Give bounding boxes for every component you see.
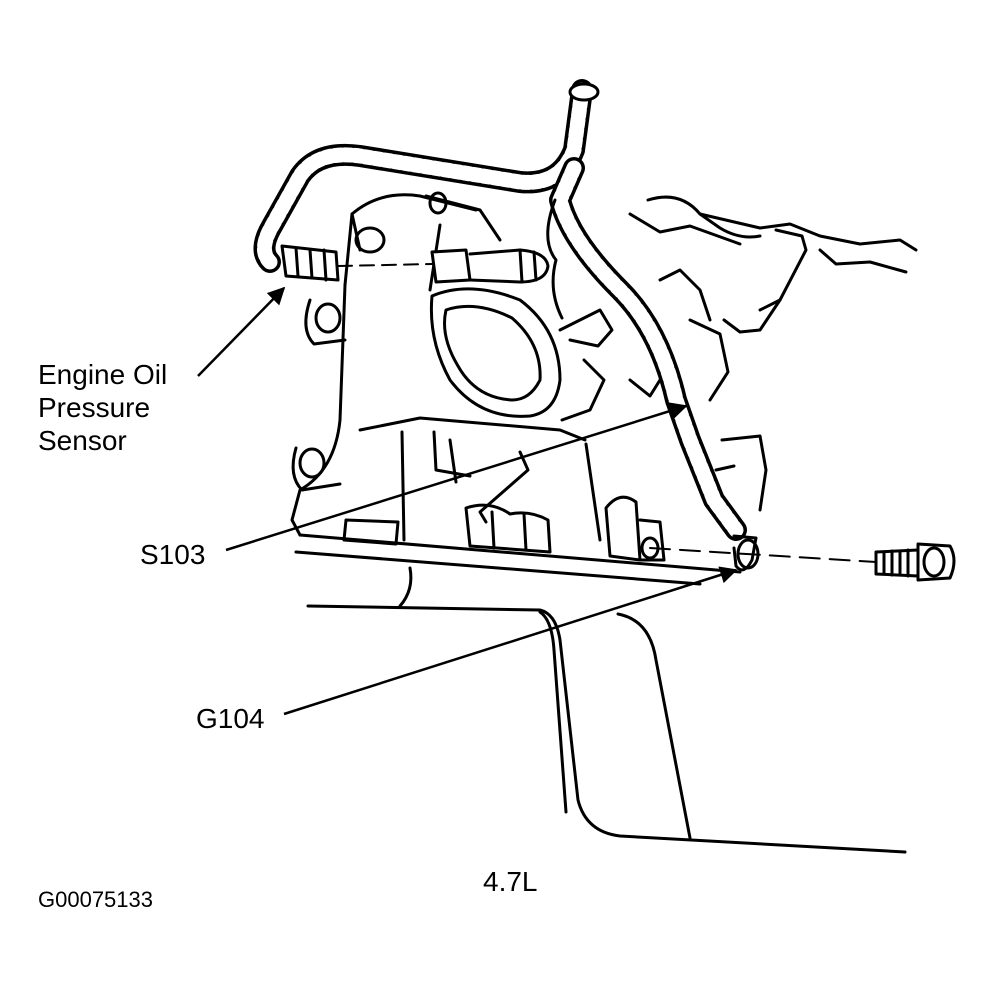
sensor-label-line2: Pressure (38, 392, 151, 423)
sensor-label-line1: Engine Oil (38, 359, 168, 390)
ground-label: G104 (196, 703, 265, 734)
bolt-dashed-line (649, 547, 877, 563)
oil-pressure-sensor-label: Engine Oil Pressure Sensor (38, 358, 167, 457)
wiring-harness-icon (253, 79, 747, 541)
figure-id: G00075133 (38, 887, 153, 912)
engine-size-label: 4.7L (483, 866, 538, 897)
engine-block (290, 191, 918, 562)
oil-pressure-sensor-icon (430, 248, 550, 284)
ground-leader (283, 566, 738, 716)
splice-leader (225, 402, 688, 552)
connector-dashed-line (337, 263, 433, 267)
oil-pan (294, 533, 907, 854)
bolt-icon (874, 542, 956, 582)
oil-pressure-connector-icon (280, 244, 340, 282)
sensor-leader (197, 286, 286, 377)
sensor-label-line3: Sensor (38, 425, 127, 456)
splice-label: S103 (140, 539, 206, 570)
